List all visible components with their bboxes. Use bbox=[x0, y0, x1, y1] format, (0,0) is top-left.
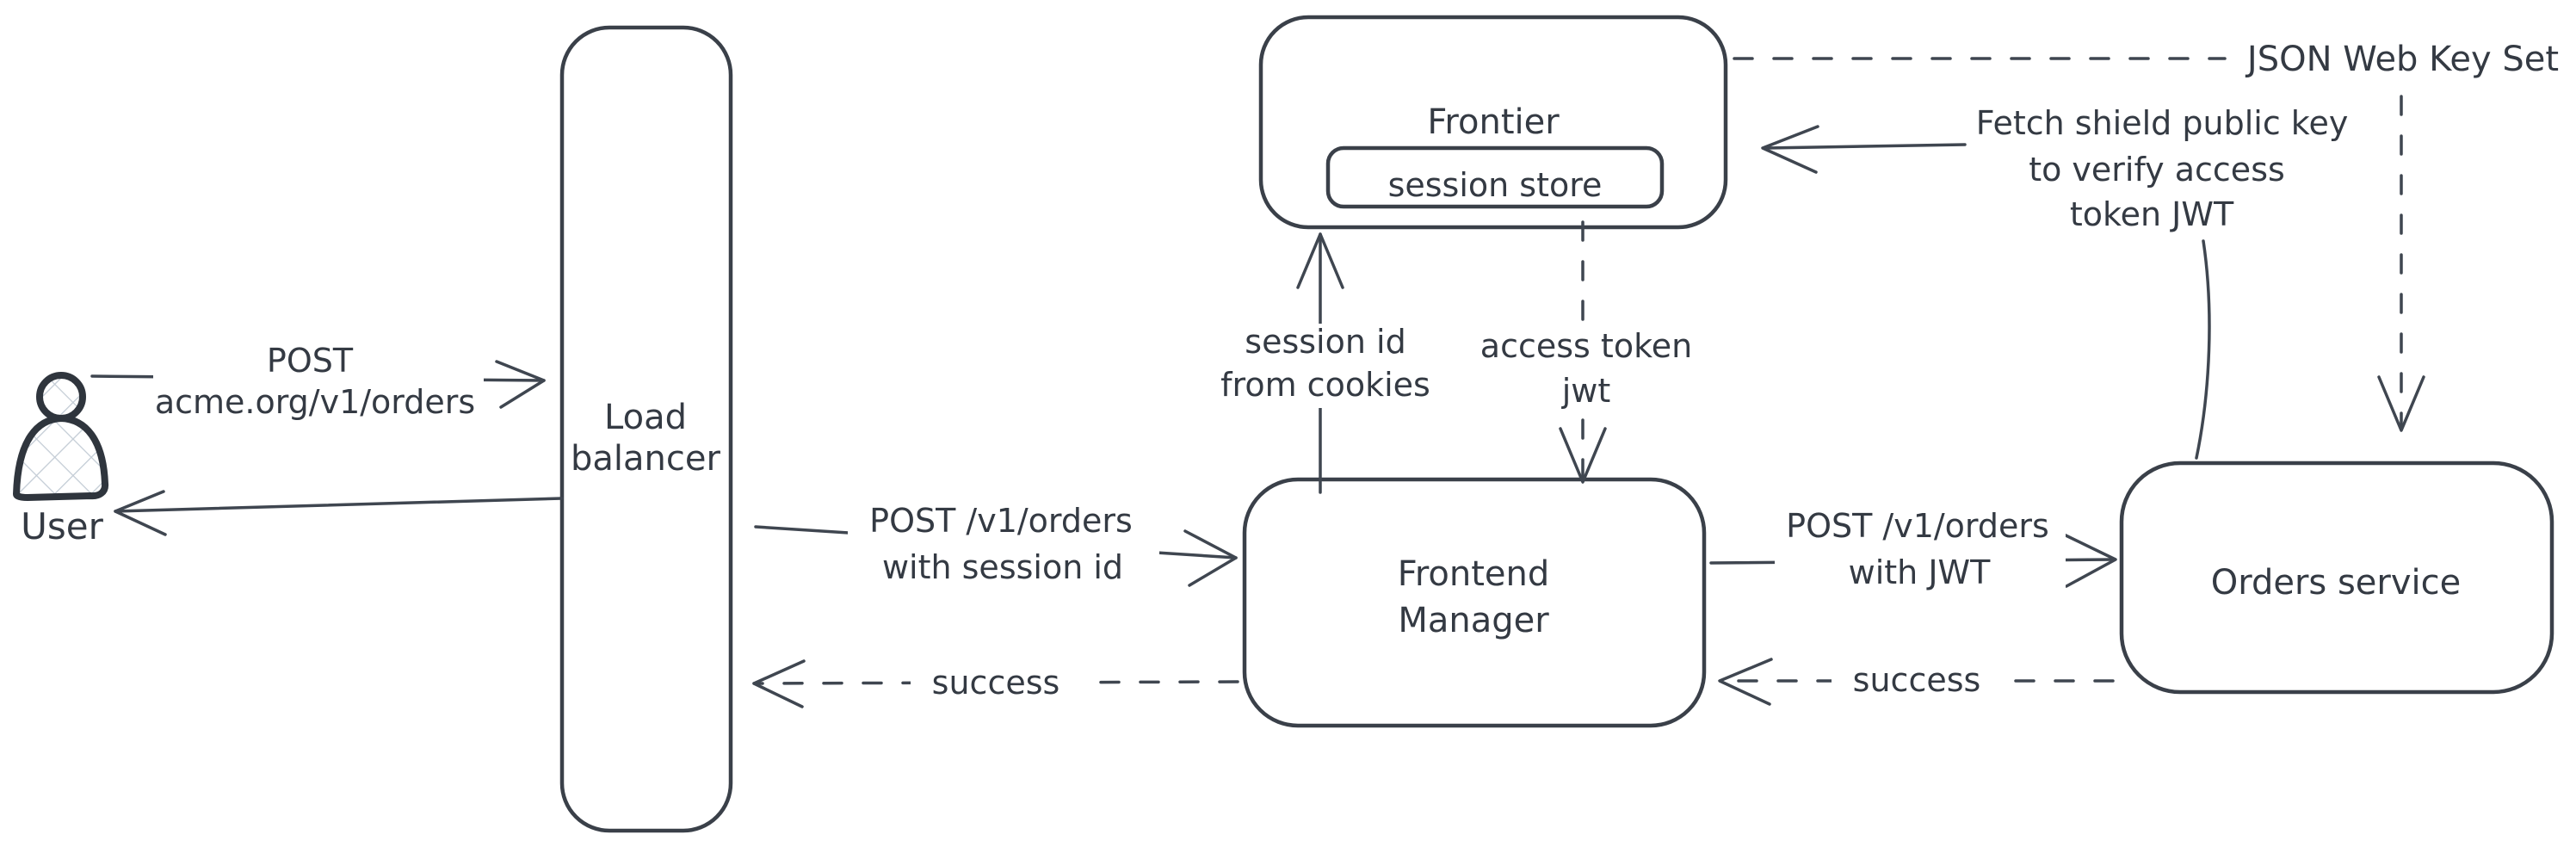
load-balancer-label-line2: balancer bbox=[571, 439, 720, 479]
edge-lb-to-fm: POST /v1/orders with session id bbox=[754, 501, 1238, 590]
session-store-label: session store bbox=[1388, 166, 1603, 204]
user-body-icon bbox=[12, 414, 109, 502]
edge-fm-to-lb-label: success bbox=[932, 664, 1060, 702]
label-bg bbox=[1832, 661, 2005, 704]
node-load-balancer: Load balancer bbox=[559, 25, 733, 833]
edge-fm-to-orders-label-line2: with JWT bbox=[1849, 553, 1991, 591]
orders-service-label: Orders service bbox=[2211, 563, 2462, 603]
edge-fm-to-orders-label-line1: POST /v1/orders bbox=[1786, 507, 2049, 545]
arrowhead-down-icon bbox=[2377, 375, 2425, 432]
edge-lb-to-fm-label-line1: POST /v1/orders bbox=[869, 502, 1133, 540]
edge-user-to-lb-label-line1: POST bbox=[267, 342, 354, 380]
frontend-manager-label-line1: Frontend bbox=[1398, 554, 1550, 594]
label-bg bbox=[848, 501, 1159, 590]
edge-fm-to-frontier-label-line2: from cookies bbox=[1220, 366, 1430, 404]
edge-orders-to-frontier-label-line1: Fetch shield public key bbox=[1976, 104, 2349, 142]
node-frontier: Frontier session store bbox=[1258, 15, 1728, 230]
edge-jwks: JSON Web Key Set bbox=[1733, 40, 2559, 432]
arrowhead-left-icon bbox=[1718, 658, 1773, 706]
edge-fm-to-frontier-label-line1: session id bbox=[1245, 323, 1405, 361]
arrowhead-right-icon bbox=[495, 360, 546, 409]
arrowhead-left-icon bbox=[114, 490, 167, 536]
node-frontend-manager: Frontend Manager bbox=[1242, 477, 1707, 728]
arrowhead-left-icon bbox=[1761, 125, 1819, 174]
edge-fm-to-orders: POST /v1/orders with JWT bbox=[1709, 507, 2117, 592]
frontend-manager-label-line2: Manager bbox=[1398, 601, 1549, 640]
label-bg bbox=[1775, 508, 2066, 592]
label-bg bbox=[1461, 329, 1713, 413]
user-actor: User bbox=[12, 372, 109, 547]
user-label: User bbox=[21, 505, 103, 547]
arrowhead-up-icon bbox=[1296, 232, 1344, 289]
arrowhead-down-icon bbox=[1559, 427, 1607, 484]
edge-frontier-to-fm: access token jwt bbox=[1461, 220, 1713, 484]
jwks-label: JSON Web Key Set bbox=[2245, 40, 2559, 79]
user-head-icon bbox=[36, 372, 86, 422]
frontier-label: Frontier bbox=[1427, 102, 1560, 142]
edge-lb-to-fm-label-line2: with session id bbox=[882, 548, 1123, 586]
node-orders-service: Orders service bbox=[2119, 461, 2554, 695]
label-bg bbox=[911, 663, 1083, 706]
edge-fm-to-lb-success: success bbox=[752, 659, 1239, 708]
edge-orders-to-frontier-label-line2: to verify access bbox=[2029, 151, 2285, 189]
edge-frontier-to-fm-label-line2: jwt bbox=[1561, 372, 1611, 410]
edge-lb-to-user bbox=[114, 490, 564, 536]
arrowhead-right-icon bbox=[2060, 532, 2117, 588]
arrowhead-right-icon bbox=[1183, 529, 1238, 587]
edge-user-to-lb: POST acme.org/v1/orders bbox=[90, 342, 546, 424]
label-bg bbox=[153, 343, 484, 424]
node-session-store: session store bbox=[1325, 145, 1665, 209]
edge-orders-to-fm-label: success bbox=[1853, 661, 1981, 699]
edge-orders-to-frontier-label-line3: token JWT bbox=[2070, 195, 2234, 233]
edge-orders-to-fm-success: success bbox=[1718, 658, 2115, 706]
edge-frontier-to-fm-label-line1: access token bbox=[1480, 327, 1692, 365]
edge-user-to-lb-label-line2: acme.org/v1/orders bbox=[155, 383, 475, 421]
load-balancer-label-line1: Load bbox=[604, 398, 687, 437]
arrowhead-left-icon bbox=[752, 659, 806, 708]
edge-orders-to-frontier: Fetch shield public key to verify access… bbox=[1761, 104, 2349, 460]
edge-fm-to-frontier: session id from cookies bbox=[1195, 232, 1455, 494]
connector-curve bbox=[2195, 239, 2211, 460]
label-bg bbox=[1195, 324, 1455, 408]
